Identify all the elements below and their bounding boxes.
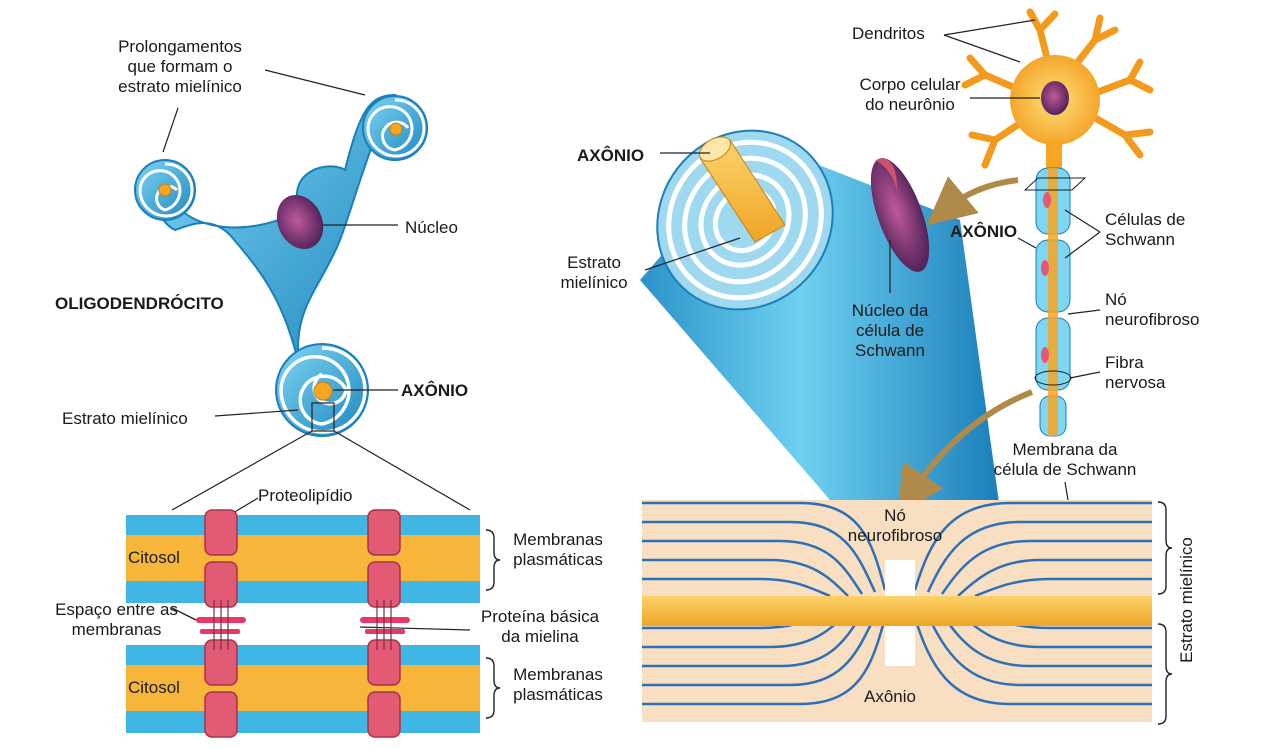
- label-axonio-cut: AXÔNIO: [577, 146, 645, 165]
- schwann-tube: [640, 129, 1000, 510]
- label-dendritos: Dendritos: [852, 24, 925, 43]
- myelin-lamellae: [642, 501, 1152, 706]
- label-estrato-left: Estrato mielínico: [62, 409, 188, 428]
- tube-layers: [666, 139, 824, 301]
- label-estrato-right: Estrato mielínico: [560, 253, 628, 292]
- label-proteolipidio: Proteolipídio: [258, 486, 353, 505]
- membrane-braces: [171, 529, 501, 719]
- protein-strands: [213, 600, 392, 650]
- myelinated-axon: [1023, 167, 1087, 437]
- label-proteina-basica: Proteína básica da mielina: [480, 607, 600, 646]
- label-oligodendrocito: OLIGODENDRÓCITO: [55, 294, 224, 313]
- leader-lines-right: [644, 19, 1101, 683]
- node-myelin-diagram: [642, 500, 1173, 725]
- label-axonio-bottom: Axônio: [864, 687, 916, 706]
- label-espaco: Espaço entre as membranas: [55, 600, 178, 639]
- spiral-left: [134, 159, 196, 221]
- myelin-braces: [1157, 501, 1173, 725]
- label-prolongamentos: Prolongamentos que formam o estrato miel…: [118, 37, 242, 96]
- label-fibra-nervosa: Fibra nervosa: [1105, 353, 1166, 392]
- label-no-neurofibroso-2: Nó neurofibroso: [847, 506, 943, 545]
- oligodendrocyte-body: [155, 93, 397, 371]
- label-membranas-2: Membranas plasmáticas: [513, 665, 603, 704]
- arrow-to-node: [896, 389, 1034, 515]
- oligodendrocyte-nucleus: [276, 194, 324, 250]
- arrow-to-tube: [926, 176, 1019, 226]
- proteolipid-proteins: [204, 509, 401, 738]
- label-celulas-schwann: Células de Schwann: [1105, 210, 1186, 249]
- spiral-bottom: [275, 343, 369, 437]
- schwann-nucleus: [870, 158, 930, 272]
- label-axonio-left: AXÔNIO: [401, 381, 469, 400]
- label-nucleo: Núcleo: [405, 218, 458, 237]
- label-estrato-vertical: Estrato mielínico: [1177, 537, 1196, 663]
- label-citosol-1: Citosol: [128, 548, 180, 567]
- spiral-top-right: [362, 95, 428, 161]
- axon-bar: [642, 596, 1152, 626]
- label-membrana-schwann: Membrana da célula de Schwann: [993, 440, 1137, 479]
- axon-cylinder: [698, 136, 786, 243]
- label-citosol-2: Citosol: [128, 678, 180, 697]
- leader-lines-left: [162, 69, 471, 631]
- label-no-neurofibroso-1: Nó neurofibroso: [1105, 290, 1200, 329]
- neuron: [961, 8, 1154, 437]
- label-membranas-1: Membranas plasmáticas: [513, 530, 603, 569]
- label-corpo-celular: Corpo celular do neurônio: [859, 75, 961, 114]
- oligodendrocyte: [134, 93, 428, 437]
- label-nucleo-schwann: Núcleo da célula de Schwann: [851, 301, 929, 360]
- neuron-nucleus: [1041, 81, 1069, 115]
- label-axonio-neuron: AXÔNIO: [950, 222, 1018, 241]
